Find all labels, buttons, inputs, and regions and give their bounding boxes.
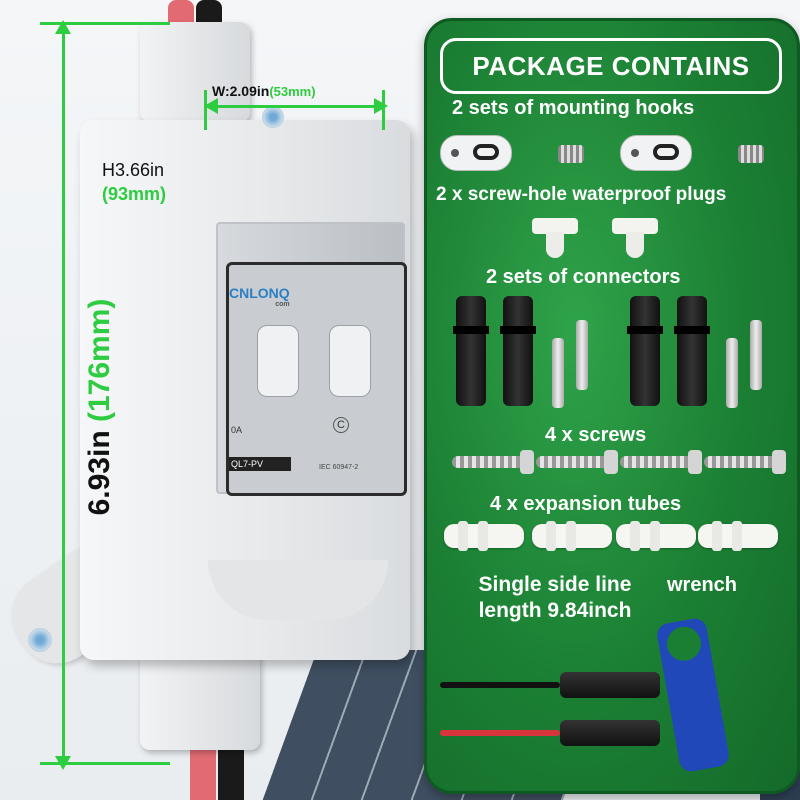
line-length-label: Single side line length 9.84inch (478, 573, 632, 622)
expansion-tube-image (532, 521, 612, 551)
mounting-hook-image (620, 135, 692, 171)
box-height-mm: (93mm) (102, 184, 167, 204)
brand-text: CNLONQ (229, 285, 290, 301)
screw-image (452, 450, 534, 474)
standard-label: IEC 60947-2 (319, 464, 359, 471)
width-dimension-line (210, 105, 382, 108)
breaker-lever-right (329, 325, 371, 397)
mc4-connector-image (627, 296, 663, 406)
red-lead-connector-image (560, 720, 660, 746)
width-mm: (53mm) (269, 84, 316, 99)
flange-screw-icon (28, 628, 52, 652)
connector-pin-image (750, 320, 762, 390)
item-screws-label: 4 x screws (545, 424, 647, 446)
connector-pin-image (552, 338, 564, 408)
width-left-extension-line (204, 90, 207, 130)
model-label: QL7-PV (229, 457, 291, 471)
expansion-tube-image (444, 521, 524, 551)
width-label: W:2.09in(53mm) (212, 83, 316, 99)
waterproof-plug-image (612, 218, 658, 258)
width-arrow-right-icon (374, 98, 388, 114)
ce-mark-icon: C (333, 417, 349, 433)
item-waterproof-plugs-label: 2 x screw-hole waterproof plugs (436, 184, 727, 205)
box-height-label: H3.66in (93mm) (102, 158, 166, 206)
item-expansion-tubes-label: 4 x expansion tubes (490, 493, 682, 515)
screw-image (704, 450, 786, 474)
width-in: W:2.09in (212, 83, 270, 99)
height-top-extension-line (40, 22, 170, 25)
box-height-in: H3.66in (102, 160, 165, 180)
breaker-lever-left (257, 325, 299, 397)
black-lead-wire (440, 682, 560, 688)
mc4-connector-image (674, 296, 710, 406)
mc4-connector-image (453, 296, 489, 406)
brand-logo: CNLONQ com (229, 285, 290, 308)
wrench-label: wrench (667, 574, 738, 596)
height-bottom-extension-line (40, 762, 170, 765)
total-height-mm: (176mm) (83, 298, 116, 422)
top-screw-icon (262, 106, 284, 128)
height-dimension-line (62, 30, 65, 760)
package-title: PACKAGE CONTAINS (440, 38, 782, 94)
width-right-extension-line (382, 90, 385, 130)
expansion-tube-image (616, 521, 696, 551)
total-height-in: 6.93in (83, 430, 116, 516)
bottom-cable-gland (140, 650, 260, 750)
current-rating-text: 0A (231, 425, 243, 435)
hook-screw-icon (738, 145, 764, 163)
black-lead-connector-image (560, 672, 660, 698)
total-height-label: 6.93in (176mm) (83, 247, 117, 567)
screw-image (620, 450, 702, 474)
item-connectors-label: 2 sets of connectors (486, 266, 681, 288)
dc-circuit-breaker: CNLONQ com 0A C QL7-PV IEC 60947-2 (226, 262, 407, 496)
connector-pin-image (726, 338, 738, 408)
item-mounting-hooks-label: 2 sets of mounting hooks (452, 97, 695, 119)
width-arrow-left-icon (204, 98, 218, 114)
waterproof-plug-image (532, 218, 578, 258)
mc4-connector-image (500, 296, 536, 406)
screw-image (536, 450, 618, 474)
hook-screw-icon (558, 145, 584, 163)
cover-latch (208, 560, 388, 620)
expansion-tube-image (698, 521, 778, 551)
mounting-hook-image (440, 135, 512, 171)
connector-pin-image (576, 320, 588, 390)
red-lead-wire (440, 730, 560, 736)
brand-sub-text: com (275, 301, 290, 308)
